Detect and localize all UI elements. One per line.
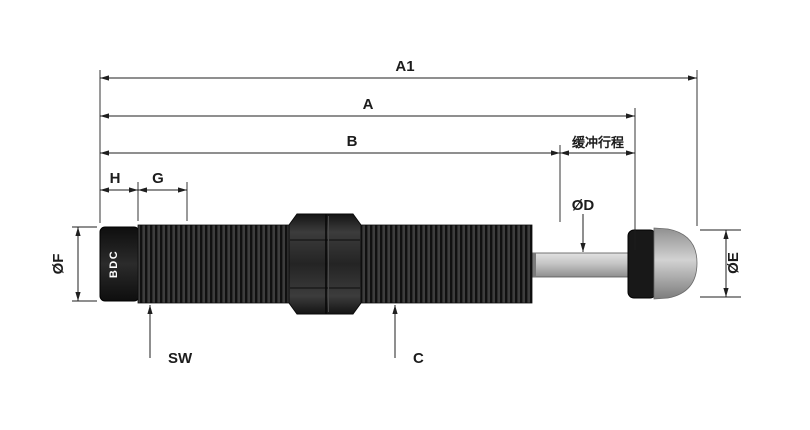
arrow-h-right (129, 187, 138, 193)
threaded-body-right (360, 224, 533, 304)
arrow-f-top (75, 227, 81, 236)
arrow-a-right (626, 113, 635, 119)
dimension-lines (75, 75, 729, 358)
arrow-b-right (551, 150, 560, 156)
arrow-g-left (138, 187, 147, 193)
arrow-e-top (723, 230, 729, 239)
label-diameter-e: ØE (725, 252, 742, 274)
label-b: B (347, 133, 358, 150)
arrow-sw (147, 305, 153, 314)
label-cushion-stroke: 缓冲行程 (572, 135, 624, 150)
arrow-g-right (178, 187, 187, 193)
arrow-c (392, 305, 398, 314)
hex-nut-right-half (325, 213, 362, 315)
arrow-e-bottom (723, 288, 729, 297)
arrow-a-left (100, 113, 109, 119)
hex-nut-left-half (288, 213, 327, 315)
arrow-stroke-right (626, 150, 635, 156)
label-diameter-f: ØF (50, 254, 67, 275)
arrow-stroke-left (560, 150, 569, 156)
arrow-d (580, 243, 586, 252)
arrow-b-left (100, 150, 109, 156)
label-g: G (152, 170, 164, 187)
dimension-labels: A1 A B 缓冲行程 H G ØF ØD ØE SW C (50, 58, 742, 367)
label-c: C (413, 350, 424, 367)
ext-lines-e (700, 229, 741, 298)
extension-lines (72, 70, 741, 302)
label-diameter-d: ØD (572, 197, 595, 214)
label-h: H (110, 170, 121, 187)
arrow-a1-left (100, 75, 109, 81)
label-sw: SW (168, 350, 193, 367)
stop-collar (627, 229, 657, 299)
arrow-h-left (100, 187, 109, 193)
rod-root-ring (532, 253, 536, 277)
absorber-body: BDC (99, 213, 698, 315)
piston-rod (531, 252, 635, 278)
arrow-a1-right (688, 75, 697, 81)
label-a: A (363, 96, 374, 113)
brand-logo-text: BDC (108, 250, 120, 278)
threaded-body-left (137, 224, 290, 304)
label-a1: A1 (395, 58, 414, 75)
arrow-f-bottom (75, 292, 81, 301)
impact-button (653, 227, 698, 300)
ext-lines-f (72, 226, 97, 302)
